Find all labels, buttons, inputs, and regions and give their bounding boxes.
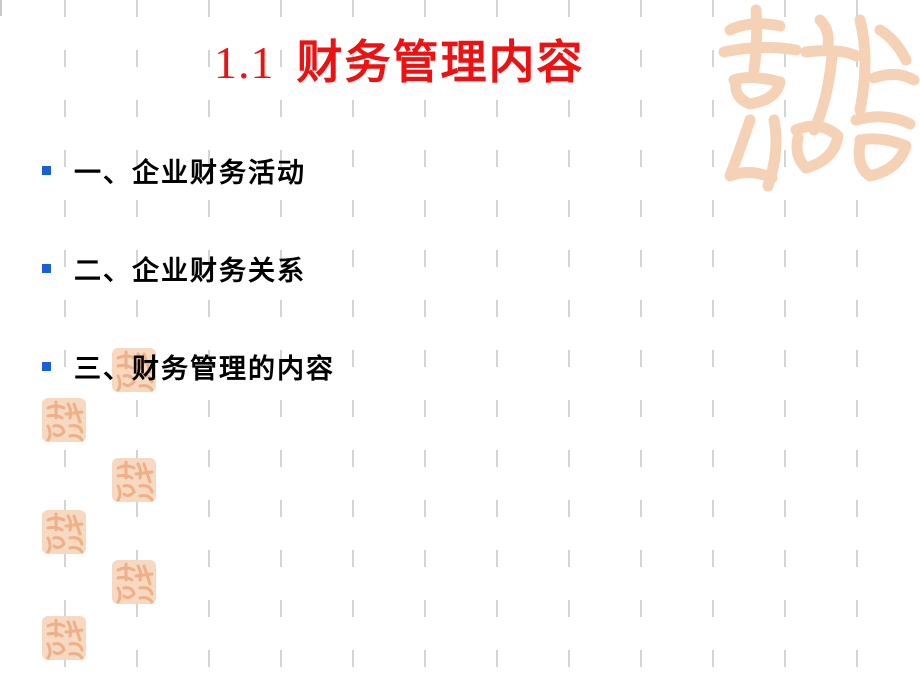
grid-line — [136, 0, 138, 690]
slide-title: 1.1 财务管理内容 — [214, 34, 585, 91]
auspicious-seal-icon — [112, 560, 156, 604]
bullet-item: 三、财务管理的内容 — [42, 346, 335, 386]
bullet-label: 二、企业财务关系 — [74, 255, 306, 287]
title-number: 1.1 — [214, 37, 275, 88]
grid-line — [784, 0, 786, 690]
auspicious-seal-icon — [42, 398, 86, 442]
grid-line — [640, 0, 642, 690]
auspicious-seal-icon — [112, 348, 156, 392]
title-text: 财务管理内容 — [296, 35, 585, 89]
grid-line — [496, 0, 498, 690]
bullet-square-icon — [42, 361, 51, 371]
grid-line — [352, 0, 354, 690]
grid-line — [280, 0, 282, 690]
bullet-label: 三、财务管理的内容 — [74, 353, 335, 385]
bullet-item: 二、企业财务关系 — [42, 248, 306, 288]
grid-line — [208, 0, 210, 690]
grid-line — [856, 0, 858, 690]
auspicious-seal-icon — [718, 4, 920, 192]
grid-line — [712, 0, 714, 690]
grid-line — [568, 0, 570, 690]
grid-line — [64, 0, 66, 690]
auspicious-seal-icon — [112, 458, 156, 502]
bullet-square-icon — [42, 263, 51, 273]
bullet-square-icon — [42, 165, 51, 175]
grid-line — [424, 0, 426, 690]
auspicious-seal-icon — [42, 616, 86, 660]
bullet-item: 一、企业财务活动 — [42, 150, 306, 190]
bullet-label: 一、企业财务活动 — [74, 157, 306, 189]
auspicious-seal-icon — [42, 510, 86, 554]
